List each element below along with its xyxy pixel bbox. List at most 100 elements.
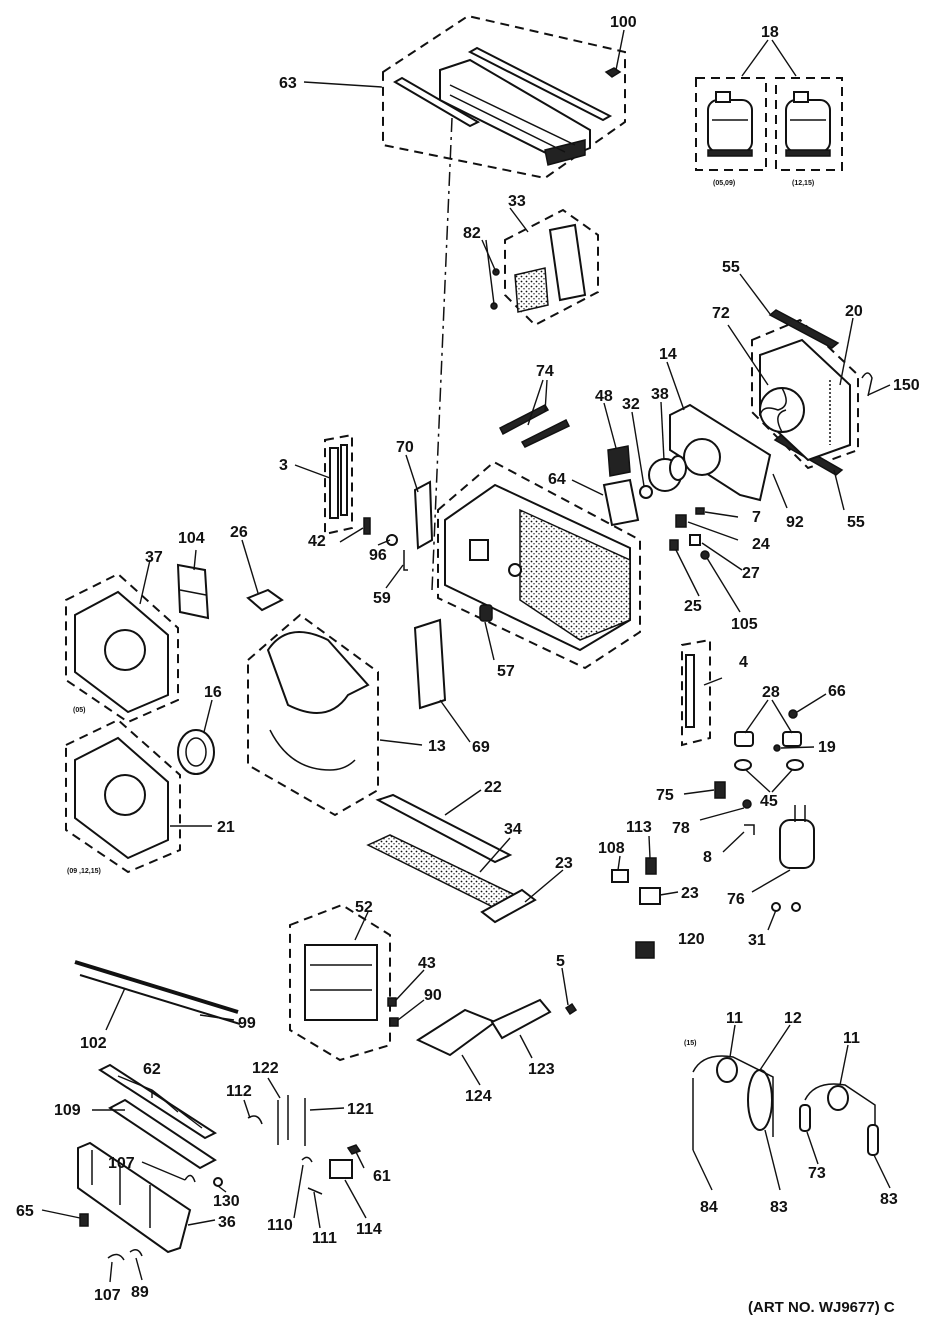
callout-105: 105 xyxy=(731,616,758,633)
group-outline-18-right xyxy=(775,77,843,171)
part-25 xyxy=(669,539,679,551)
callout-114: 114 xyxy=(356,1221,382,1238)
callout-8: 8 xyxy=(703,849,712,866)
group-outline-33 xyxy=(504,208,599,327)
group-outline-13 xyxy=(247,613,379,817)
note-housing-upper: (05) xyxy=(73,707,85,714)
callout-21: 21 xyxy=(217,819,235,836)
callout-69: 69 xyxy=(472,739,490,756)
part-23b xyxy=(639,887,661,905)
callout-23-right: 23 xyxy=(555,855,573,872)
callout-110: 110 xyxy=(267,1217,293,1234)
grommet-31a xyxy=(771,902,781,912)
callout-33: 33 xyxy=(508,193,526,210)
callout-20: 20 xyxy=(845,303,863,320)
compressor-right xyxy=(785,91,831,157)
part-90 xyxy=(389,1017,399,1027)
callout-3: 3 xyxy=(279,457,288,474)
alignment-line xyxy=(431,117,453,591)
callout-104: 104 xyxy=(178,530,205,547)
callout-122: 122 xyxy=(252,1060,279,1077)
part-124 xyxy=(415,1008,498,1057)
bracket-70 xyxy=(413,480,434,550)
group-outline-3 xyxy=(324,433,353,536)
callout-27: 27 xyxy=(742,565,760,582)
clip-100 xyxy=(604,67,622,78)
callout-19: 19 xyxy=(818,739,836,756)
callout-32: 32 xyxy=(622,396,640,413)
callout-112: 112 xyxy=(226,1083,252,1100)
callout-23-left: 23 xyxy=(681,885,699,902)
callout-123: 123 xyxy=(528,1061,555,1078)
callout-11-left: 11 xyxy=(726,1010,743,1027)
note-tubing: (15) xyxy=(684,1040,696,1047)
callout-34: 34 xyxy=(504,821,522,838)
callout-92: 92 xyxy=(786,514,804,531)
grille-48 xyxy=(607,445,631,477)
part-66 xyxy=(788,709,798,719)
callout-72: 72 xyxy=(712,305,730,322)
callout-62: 62 xyxy=(143,1061,161,1078)
group-outline-63 xyxy=(382,14,626,180)
callout-24: 24 xyxy=(752,536,770,553)
switches-28 xyxy=(734,731,802,747)
callout-75: 75 xyxy=(656,787,674,804)
callout-124: 124 xyxy=(465,1088,492,1105)
callout-83-right: 83 xyxy=(880,1191,898,1208)
part-62 xyxy=(97,1063,218,1140)
callout-109: 109 xyxy=(54,1102,81,1119)
blower-housing-21 xyxy=(74,736,169,860)
part-120 xyxy=(635,941,655,959)
part-104 xyxy=(176,563,210,620)
art-number: (ART NO. WJ9677) C xyxy=(748,1299,895,1316)
part-23a xyxy=(480,888,537,924)
callout-43: 43 xyxy=(418,955,436,972)
part-59 xyxy=(403,550,408,571)
callout-36: 36 xyxy=(218,1214,236,1231)
callout-4: 4 xyxy=(739,654,748,671)
note-housing-lower: (09 ,12,15) xyxy=(67,868,101,875)
part-57 xyxy=(479,604,493,622)
part-111 xyxy=(307,1187,323,1195)
note-comp-right: (12,15) xyxy=(792,180,814,187)
motor-mount-14 xyxy=(669,403,772,502)
part-24 xyxy=(675,514,687,528)
callout-74: 74 xyxy=(536,363,554,380)
blower-wheel-16 xyxy=(177,729,215,775)
callout-11-right: 11 xyxy=(843,1030,860,1047)
callout-48: 48 xyxy=(595,388,613,405)
base-chassis xyxy=(444,483,631,652)
grommet-31b xyxy=(791,902,801,912)
part-107b xyxy=(107,1253,125,1261)
part-105 xyxy=(700,550,710,560)
filter-33 xyxy=(514,223,587,313)
callout-65: 65 xyxy=(16,1203,34,1220)
control-panel-3 xyxy=(329,444,348,519)
seal-74b xyxy=(520,418,571,448)
callout-82: 82 xyxy=(463,225,481,242)
leader-lines xyxy=(41,29,891,1283)
part-61 xyxy=(346,1144,362,1155)
part-109 xyxy=(108,1098,217,1170)
callout-38: 38 xyxy=(651,386,669,403)
strip-102 xyxy=(74,960,239,1014)
callout-16: 16 xyxy=(204,684,222,701)
tubing-left xyxy=(692,1055,774,1150)
compressor-76 xyxy=(779,805,815,869)
part-42 xyxy=(363,517,371,535)
callout-102: 102 xyxy=(80,1035,107,1052)
callout-78: 78 xyxy=(672,820,690,837)
callout-37: 37 xyxy=(145,549,163,566)
part-5 xyxy=(564,1002,578,1016)
callout-59: 59 xyxy=(373,590,391,607)
callout-90: 90 xyxy=(424,987,442,1004)
sensor-150 xyxy=(861,372,873,397)
part-130 xyxy=(213,1177,223,1187)
part-96 xyxy=(386,534,398,546)
blower-scroll-13 xyxy=(266,631,370,771)
callout-120: 120 xyxy=(678,931,705,948)
panel-69 xyxy=(413,618,447,710)
callout-63: 63 xyxy=(279,75,297,92)
callout-121: 121 xyxy=(347,1101,374,1118)
